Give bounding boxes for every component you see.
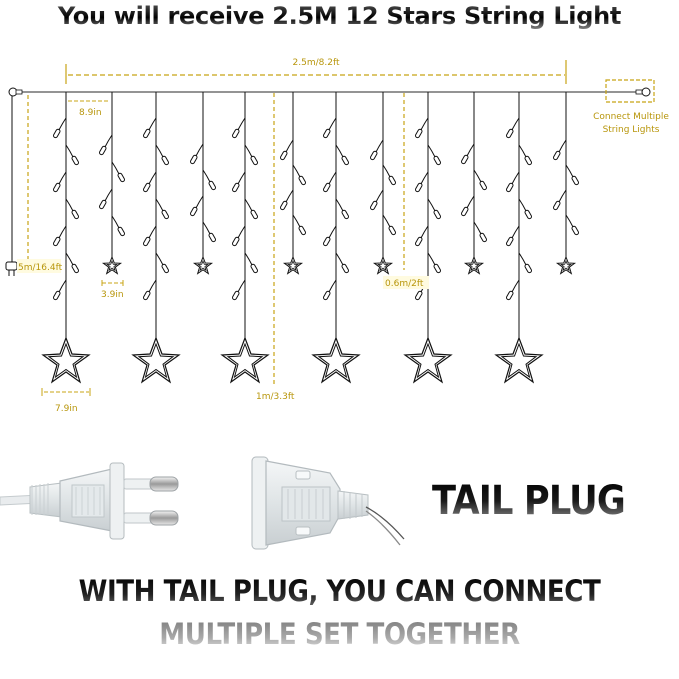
- small-star-icon: [193, 256, 213, 274]
- short-strand: [98, 92, 126, 274]
- lead-cable-label: 5m/16.4ft: [18, 263, 63, 273]
- long-strand: [42, 92, 90, 383]
- small-star-icon: [464, 256, 484, 274]
- long-strand: [132, 92, 180, 383]
- input-connector-icon: [8, 87, 23, 97]
- big-star-icon: [495, 337, 543, 383]
- small-star-icon: [373, 256, 393, 274]
- caption-line-1: WITH TAIL PLUG, YOU CAN CONNECT: [34, 574, 645, 608]
- big-star-icon: [132, 337, 180, 383]
- total-width-label: 2.5m/8.2ft: [293, 58, 340, 68]
- small-star-icon: [102, 256, 122, 274]
- connector-label-line2: String Lights: [603, 125, 660, 135]
- string-light-diagram: 2.5m/8.2ft 5m/16.4ft 8.9in: [5, 58, 669, 414]
- strand-spacing-label: 8.9in: [79, 108, 102, 118]
- big-star-icon: [312, 337, 360, 383]
- big-star-icon: [221, 337, 269, 383]
- long-strand-length-label: 1m/3.3ft: [256, 392, 295, 402]
- power-plug-icon: [5, 261, 18, 276]
- connector-label-line1: Connect Multiple: [593, 112, 669, 122]
- caption-line-2: MULTIPLE SET TOGETHER: [34, 617, 645, 651]
- long-strand: [495, 92, 543, 383]
- long-strand: [312, 92, 360, 383]
- short-strand: [460, 92, 488, 274]
- short-strand: [552, 92, 580, 274]
- output-connector-icon: [605, 79, 655, 103]
- big-star-size-label: 7.9in: [55, 404, 78, 414]
- total-width-dimension: 2.5m/8.2ft: [65, 58, 567, 84]
- long-strand: [221, 92, 269, 383]
- short-strand: [369, 92, 397, 274]
- short-strand: [279, 92, 307, 274]
- small-star-icon: [283, 256, 303, 274]
- headline: You will receive 2.5M 12 Stars String Li…: [0, 2, 679, 30]
- short-strand: [189, 92, 217, 274]
- tail-socket-icon: [251, 456, 405, 550]
- big-star-icon: [404, 337, 452, 383]
- small-star-icon: [556, 256, 576, 274]
- long-strand: [404, 92, 452, 383]
- eu-plug-icon: [0, 462, 179, 540]
- small-star-size-label: 3.9in: [101, 290, 124, 300]
- plug-illustrations: [0, 456, 405, 550]
- big-star-icon: [42, 337, 90, 383]
- tail-plug-title: TAIL PLUG: [432, 478, 626, 524]
- short-strand-length-label: 0.6m/2ft: [385, 279, 424, 289]
